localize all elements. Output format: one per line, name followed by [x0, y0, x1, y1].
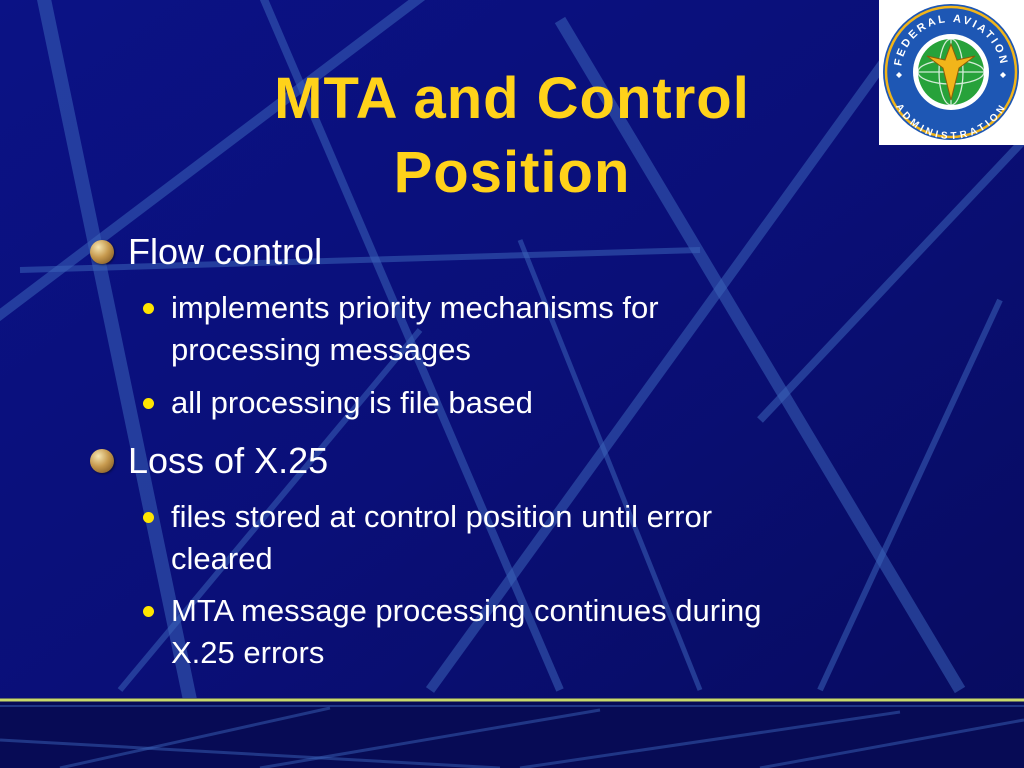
bullet-flow-control: Flow control: [128, 231, 323, 272]
title-line-1: MTA and Control: [274, 66, 750, 131]
bronze-ball-bullet-icon: [90, 449, 114, 473]
sub-bullet-dot-icon: [143, 512, 154, 523]
bronze-ball-bullet-icon: [90, 240, 114, 264]
slide-title: MTA and Control Position: [140, 62, 884, 210]
sub-bullet-processing-continues: MTA message processing continues during …: [171, 593, 762, 670]
sub-bullet-dot-icon: [143, 398, 154, 409]
bullet-loss-of-x25: Loss of X.25: [128, 440, 329, 481]
title-line-2: Position: [393, 140, 631, 205]
sub-bullet-dot-icon: [143, 303, 154, 314]
faa-seal-icon: FEDERAL AVIATION ADMINISTRATION: [883, 4, 1019, 142]
faa-logo: FEDERAL AVIATION ADMINISTRATION: [879, 0, 1024, 145]
sub-bullet-dot-icon: [143, 606, 154, 617]
sub-bullet-files-stored: files stored at control position until e…: [171, 499, 713, 576]
sub-bullet-file-based: all processing is file based: [171, 385, 533, 420]
sub-bullet-priority: implements priority mechanisms for proce…: [171, 290, 659, 367]
